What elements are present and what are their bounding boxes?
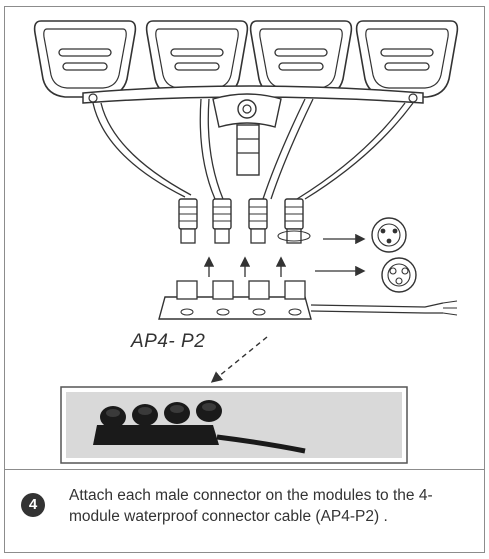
light-module: [33, 20, 137, 98]
detail-arrows: [315, 233, 366, 277]
insert-arrows: [203, 256, 287, 277]
male-connector: [178, 198, 198, 244]
dashed-pointer-arrow: [210, 336, 268, 383]
connector-hub: [158, 280, 458, 320]
module-cables: [92, 98, 414, 200]
figure-frame: AP4- P2 4 Attach each male connector on …: [4, 6, 485, 553]
instruction-text: Attach each male connector on the module…: [69, 487, 433, 525]
male-connector: [212, 198, 232, 244]
male-connector: [277, 198, 311, 244]
light-module: [355, 20, 459, 98]
light-module: [145, 20, 249, 98]
mounting-bracket: [82, 85, 424, 176]
step-number-badge: 4: [21, 493, 45, 517]
male-connector: [248, 198, 268, 244]
model-label: AP4- P2: [131, 331, 206, 352]
product-photo: [60, 386, 408, 464]
male-pin-face-icon: [371, 217, 407, 253]
instruction-row: 4 Attach each male connector on the modu…: [19, 485, 469, 551]
divider: [5, 469, 484, 470]
installation-diagram: [33, 20, 459, 464]
female-pin-face-icon: [381, 257, 417, 293]
